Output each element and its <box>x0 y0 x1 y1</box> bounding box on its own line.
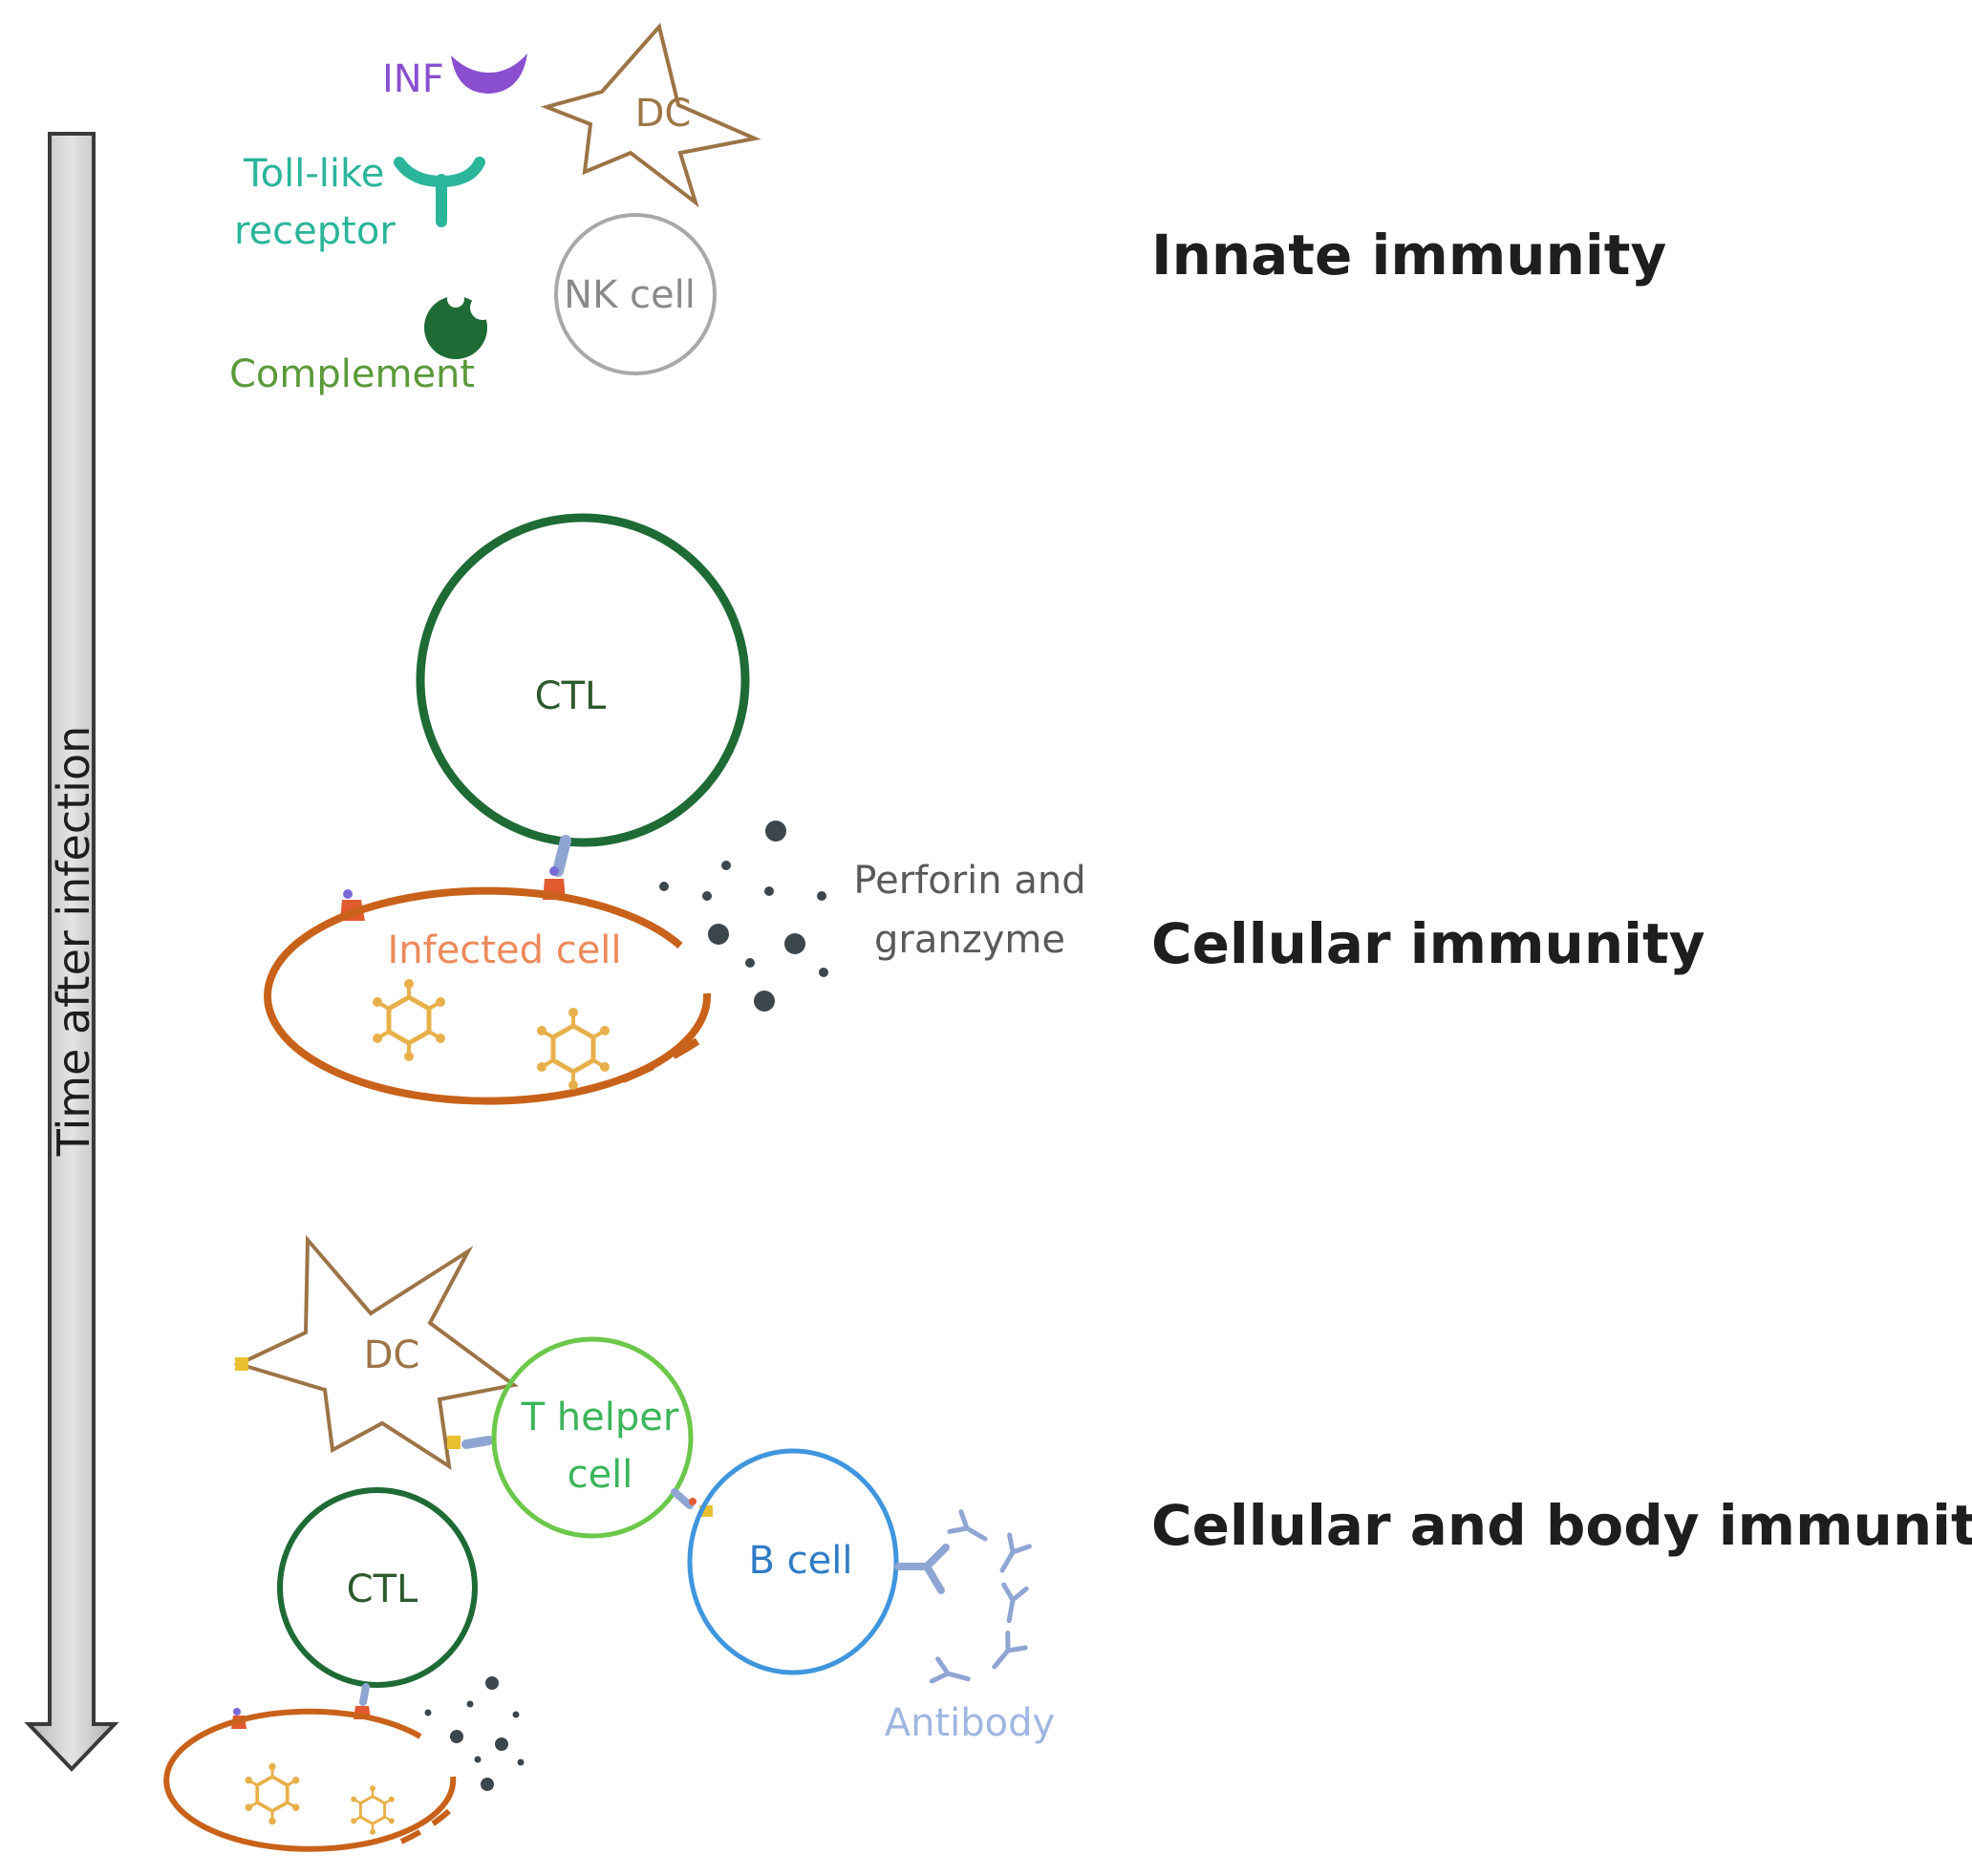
b-cell-receptor-icon <box>894 1544 950 1594</box>
perforin-granules-body <box>424 1676 525 1791</box>
antibody-icon-1 <box>950 1512 991 1549</box>
b-cell-label: B cell <box>749 1539 853 1583</box>
inf-label: INF <box>382 57 444 101</box>
virus-icon-2 <box>537 1008 610 1090</box>
infected-label: Infected cell <box>387 928 621 972</box>
cellular-section: CTL Infected cell Perforin <box>264 513 1086 1105</box>
antibody-icon-5 <box>932 1659 971 1690</box>
infected-cell-broken-edge <box>621 1037 700 1083</box>
antigen-marker-dc-left <box>235 1357 248 1371</box>
stage-label-cellular: Cellular immunity <box>1151 911 1705 976</box>
antibody-label: Antibody <box>885 1701 1055 1745</box>
antibody-icon-4 <box>986 1633 1026 1674</box>
innate-section: INF DC Toll-like receptor NK cell Comple… <box>229 22 761 396</box>
perforin-label-line1: Perforin and <box>853 859 1085 903</box>
complement-icon <box>424 290 495 359</box>
t-helper-cell <box>491 1336 694 1539</box>
inf-icon <box>451 53 527 94</box>
toll-like-receptor-icon <box>394 157 485 227</box>
ctl-cell-cellular <box>416 513 750 847</box>
toll-label-line2: receptor <box>234 209 396 253</box>
infected-cell-cellular <box>264 886 712 1105</box>
t-helper-label-line2: cell <box>568 1453 633 1497</box>
thelper-bcell-contact <box>671 1488 713 1517</box>
nk-cell <box>554 213 717 375</box>
time-axis: Time after infection <box>24 132 119 1772</box>
time-axis-label: Time after infection <box>48 726 99 1157</box>
t-helper-label-line1: T helper <box>521 1396 679 1439</box>
ctl-cell-body <box>277 1487 478 1688</box>
infected-cell-body <box>163 1708 457 1852</box>
perforin-granules <box>659 821 828 1012</box>
perforin-label-line2: granzyme <box>874 918 1065 962</box>
dc-label-innate: DC <box>635 92 692 136</box>
time-arrow <box>24 132 119 1772</box>
toll-label-line1: Toll-like <box>243 152 384 196</box>
complement-label: Complement <box>229 352 475 396</box>
antibody-icon-2 <box>993 1535 1030 1576</box>
body-section: DC T helper cell B cell Antibody CTL <box>163 1234 1055 1852</box>
dc-cell-innate <box>540 22 761 208</box>
ctl-label-cellular: CTL <box>535 674 607 718</box>
antibody-icon-3 <box>997 1585 1026 1623</box>
infected-cell-body-broken-edge <box>399 1808 452 1844</box>
virus-icon-1 <box>373 979 445 1061</box>
ctl-label-body: CTL <box>347 1567 418 1611</box>
antibody-icons <box>932 1512 1029 1691</box>
stage-label-innate: Innate immunity <box>1151 223 1666 288</box>
dc-label-body: DC <box>364 1333 420 1377</box>
antigen-marker-dc-right <box>447 1436 461 1449</box>
dc-thelper-contact <box>461 1436 494 1449</box>
virus-icon-4 <box>349 1783 397 1837</box>
virus-icon-3 <box>243 1760 302 1827</box>
stage-label-cellular-and-body: Cellular and body immunity <box>1151 1493 1972 1558</box>
nk-label: NK cell <box>564 273 696 317</box>
b-cell <box>687 1448 899 1675</box>
